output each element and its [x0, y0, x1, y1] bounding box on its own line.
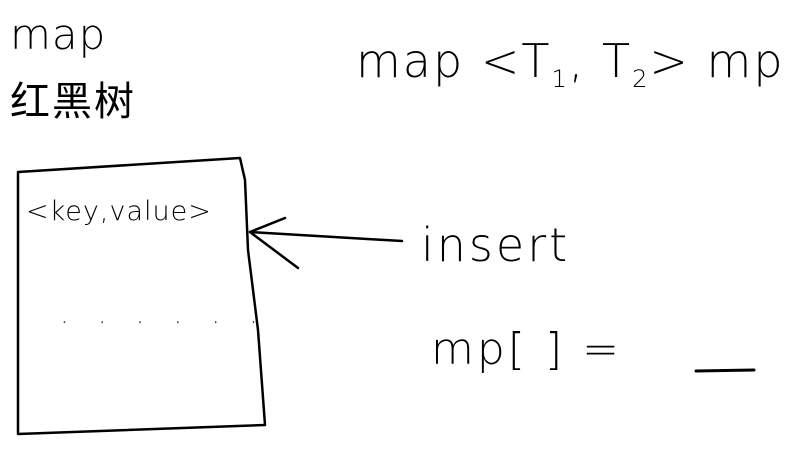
- decl-sub2: 2: [632, 65, 650, 93]
- map-title: map: [10, 10, 107, 59]
- decl-suffix: > mp: [649, 34, 785, 88]
- insert-arrow-head: [248, 216, 300, 270]
- key-value-entry: <key,value>: [26, 196, 212, 227]
- subscript-assignment: mp[ ] =: [431, 324, 622, 375]
- map-declaration: map <T1, T2> mp: [356, 38, 785, 91]
- decl-mid: , T: [568, 34, 633, 88]
- ellipsis: . . . . . .: [60, 297, 268, 330]
- red-black-tree-note: 红黑树: [10, 79, 136, 125]
- decl-prefix: map <T: [356, 34, 552, 88]
- insert-label: insert: [421, 218, 571, 272]
- decl-sub1: 1: [551, 65, 569, 93]
- assignment-blank-line: [694, 368, 756, 373]
- insert-arrow-line: [248, 230, 404, 243]
- container-box: [16, 156, 267, 436]
